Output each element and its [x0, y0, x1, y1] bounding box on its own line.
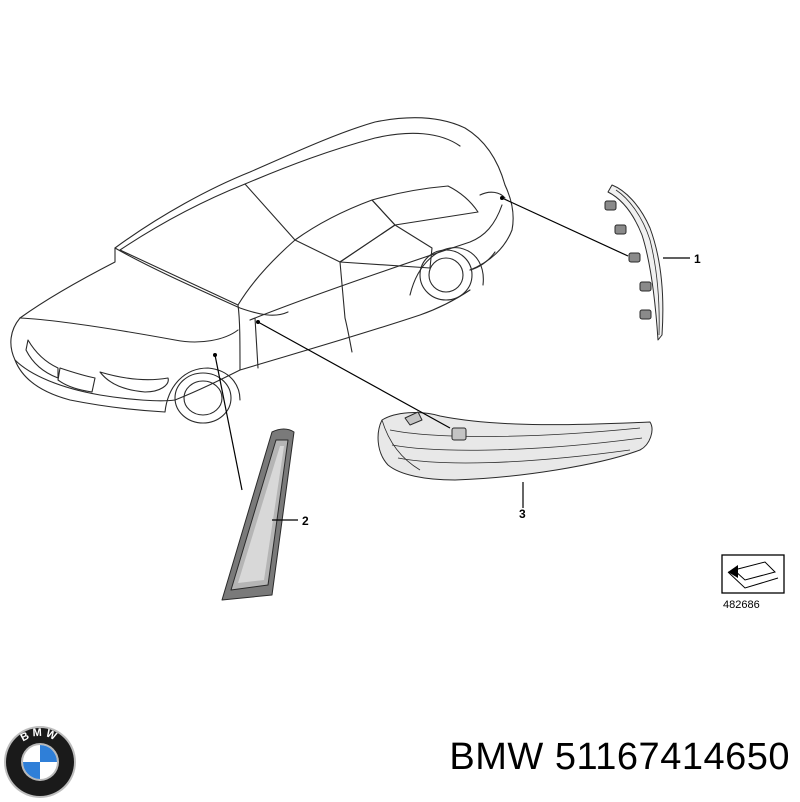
leader-lines [214, 197, 690, 521]
callout-2: 2 [302, 514, 309, 528]
part-3-mirror-lamp [377, 411, 653, 481]
reference-number: 482686 [723, 599, 760, 611]
car-outline [10, 117, 514, 424]
brand-name: BMW [449, 736, 544, 778]
part-number: 51167414650 [554, 736, 790, 778]
leader-dots [213, 196, 504, 357]
callout-1: 1 [694, 252, 701, 266]
bmw-logo: BMW [4, 726, 76, 798]
part-2-side-marker [221, 428, 295, 601]
callout-3: 3 [519, 507, 526, 521]
part-1-rear-trim-strip [604, 184, 664, 341]
svg-text:BMW: BMW [19, 727, 62, 745]
part-caption: BMW 51167414650 [410, 736, 790, 779]
reference-box [721, 554, 785, 594]
